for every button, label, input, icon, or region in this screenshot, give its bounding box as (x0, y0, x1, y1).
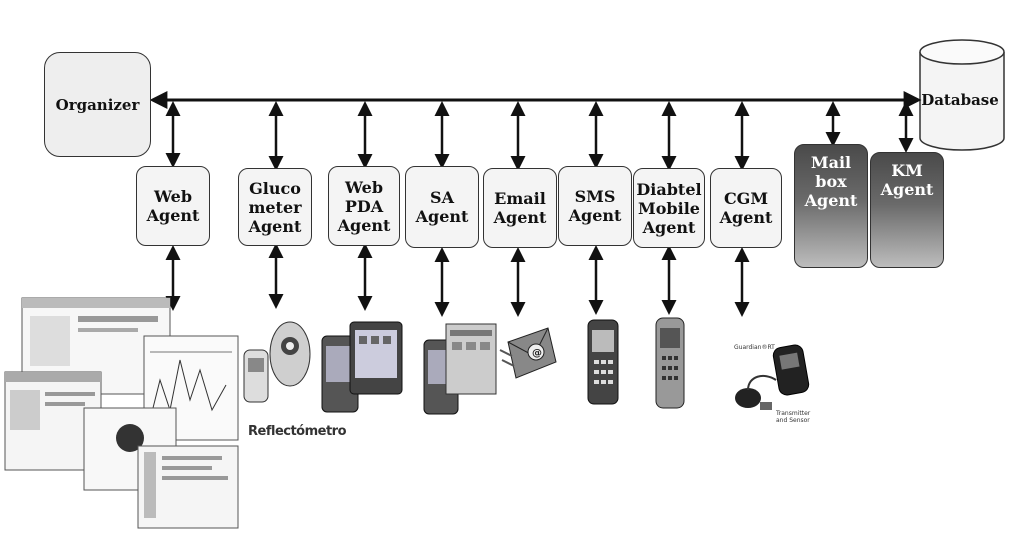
email-agent-label: Email Agent (493, 189, 547, 227)
glucometer-agent-box: Gluco meter Agent (238, 168, 312, 246)
glucometer-agent-label: Gluco meter Agent (248, 178, 302, 236)
sms-phone-image (587, 319, 619, 405)
cgm-agent-label: CGM Agent (719, 189, 773, 227)
web-agent-box: Web Agent (136, 166, 210, 246)
sms-agent-box: SMS Agent (558, 166, 632, 246)
bus-agent-connectors (165, 101, 914, 171)
mobile-phone-image (655, 317, 685, 409)
reflectometer-caption: Reflectómetro (248, 424, 347, 439)
cgm-note-label: Transmitter and Sensor (776, 410, 811, 424)
email-icon: @ (499, 327, 557, 379)
svg-text:@: @ (532, 348, 542, 359)
cgm-agent-box: CGM Agent (710, 168, 782, 248)
organizer-label: Organizer (55, 95, 140, 114)
glucometer-image (243, 321, 311, 403)
cgm-brand-label: Guardian®RT (734, 344, 775, 351)
database-cylinder (919, 39, 1005, 151)
km-agent-label: KM Agent (880, 161, 934, 199)
agent-device-connectors (165, 243, 750, 317)
web-pda-agent-box: Web PDA Agent (328, 166, 400, 246)
web-agent-label: Web Agent (146, 187, 200, 225)
sa-agent-label: SA Agent (415, 188, 469, 226)
diabtel-mobile-agent-box: Diabtel Mobile Agent (633, 168, 705, 248)
web-pda-image (321, 321, 403, 413)
sa-agent-box: SA Agent (405, 166, 479, 248)
organizer-box: Organizer (44, 52, 151, 157)
cgm-device-image (735, 344, 810, 410)
email-agent-box: Email Agent (483, 168, 557, 248)
database-label: Database (921, 91, 999, 109)
mailbox-agent-label: Mail box Agent (804, 153, 858, 210)
sms-agent-label: SMS Agent (568, 187, 622, 225)
web-pda-agent-label: Web PDA Agent (337, 177, 391, 235)
web-screenshots-image (4, 297, 239, 529)
diabtel-mobile-agent-label: Diabtel Mobile Agent (636, 179, 702, 237)
sa-device-image (423, 323, 497, 415)
mailbox-agent-box: Mail box Agent (794, 144, 868, 268)
km-agent-box: KM Agent (870, 152, 944, 268)
